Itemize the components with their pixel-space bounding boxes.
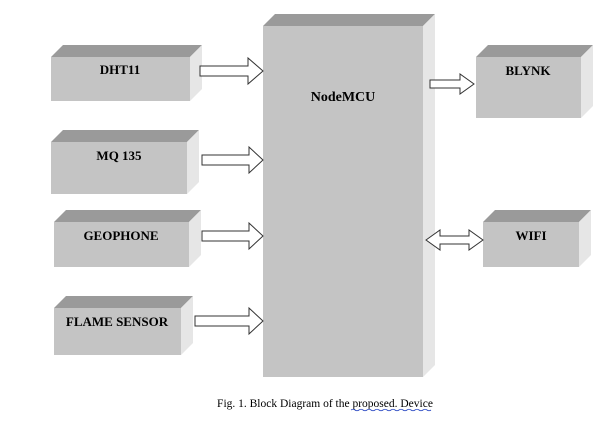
block-flame-sensor: FLAME SENSOR (54, 296, 193, 355)
mq135-label: MQ 135 (96, 148, 142, 163)
arrow-mq135-to-nodemcu (201, 145, 264, 175)
arrow-nodemcu-wifi-bidirectional (425, 229, 484, 251)
flame-sensor-label: FLAME SENSOR (66, 314, 169, 329)
block-blynk: BLYNK (476, 45, 593, 118)
arrow-geophone-to-nodemcu (201, 221, 264, 251)
geophone-label: GEOPHONE (83, 228, 158, 243)
arrow-nodemcu-to-blynk (429, 73, 475, 95)
figure-caption: Fig. 1. Block Diagram of the proposed. D… (217, 398, 433, 410)
nodemcu-label: NodeMCU (311, 90, 376, 105)
proofing-underline (350, 408, 432, 412)
block-wifi: WIFI (483, 210, 591, 267)
arrow-flame-sensor-to-nodemcu (194, 306, 264, 336)
arrow-dht11-to-nodemcu (199, 56, 264, 86)
dht11-label: DHT11 (100, 62, 140, 77)
block-geophone: GEOPHONE (54, 210, 201, 267)
blynk-label: BLYNK (505, 63, 551, 78)
block-nodemcu: NodeMCU (263, 14, 435, 377)
block-dht11: DHT11 (51, 45, 202, 101)
wifi-label: WIFI (515, 228, 546, 243)
block-mq135: MQ 135 (51, 130, 199, 194)
